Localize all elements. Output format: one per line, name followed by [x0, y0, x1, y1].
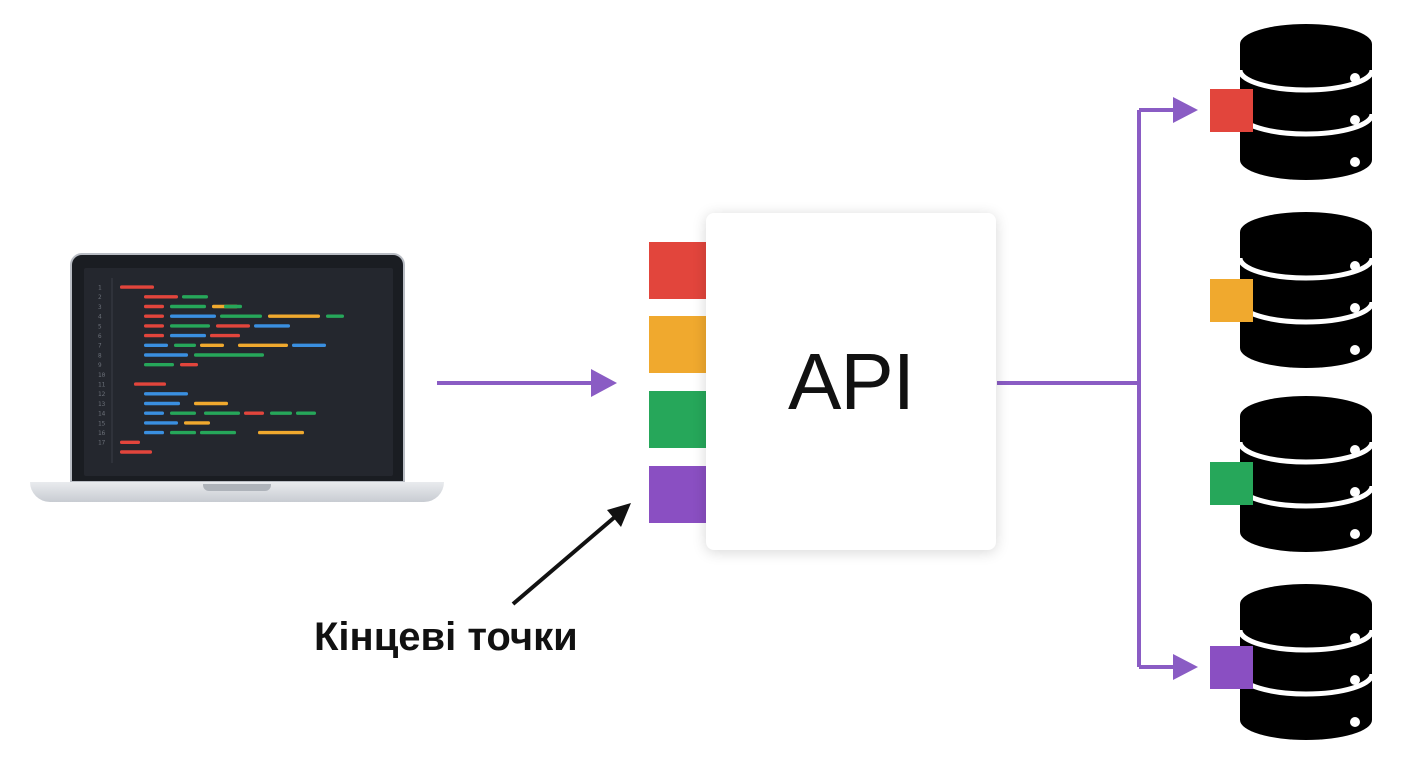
- code-token: [144, 353, 188, 357]
- code-token: [184, 421, 210, 425]
- code-line-number: 17: [98, 440, 106, 447]
- api-label: API: [788, 336, 915, 426]
- code-token: [270, 411, 292, 415]
- code-line-number: 8: [98, 352, 102, 359]
- database-tag-green: [1210, 462, 1253, 505]
- code-token: [120, 450, 152, 454]
- code-line-number: 14: [98, 411, 106, 418]
- code-token: [144, 401, 180, 406]
- code-token: [144, 333, 164, 338]
- code-line-number: 16: [98, 430, 106, 437]
- code-token: [170, 314, 216, 318]
- database-icon: [1237, 582, 1375, 742]
- endpoint-green: [649, 391, 706, 448]
- code-token: [292, 343, 326, 347]
- code-token: [144, 363, 174, 367]
- code-line-number: 11: [98, 382, 106, 389]
- code-line-number: 9: [98, 362, 102, 369]
- code-token: [144, 421, 178, 425]
- code-token: [170, 324, 210, 328]
- laptop-notch: [203, 484, 271, 491]
- database-icon: [1237, 394, 1375, 554]
- code-token: [134, 382, 166, 386]
- code-token: [170, 430, 196, 435]
- database-tag-red: [1210, 89, 1253, 132]
- code-token: [144, 411, 164, 415]
- code-line-number: 1: [98, 285, 102, 292]
- code-token: [200, 343, 224, 347]
- code-token: [170, 304, 206, 309]
- database-icon: [1237, 210, 1375, 370]
- endpoint-purple: [649, 466, 706, 523]
- code-token: [194, 401, 228, 406]
- database-tag-purple: [1210, 646, 1253, 689]
- api-to-databases-connector: [997, 97, 1198, 680]
- code-token: [238, 343, 288, 347]
- code-line-number: 6: [98, 333, 102, 340]
- code-token: [216, 324, 250, 328]
- database-icon: [1237, 22, 1375, 182]
- code-line-number: 7: [98, 343, 102, 350]
- code-token: [144, 392, 188, 396]
- code-token: [296, 411, 316, 415]
- code-token: [210, 333, 240, 338]
- code-line-number: 13: [98, 401, 106, 408]
- code-token: [326, 314, 344, 318]
- laptop-base: [30, 482, 444, 502]
- api-box: API: [706, 213, 996, 550]
- code-token: [144, 430, 164, 435]
- code-token: [170, 333, 206, 338]
- caption-pointer-arrow: [511, 503, 631, 606]
- code-token: [120, 440, 140, 444]
- code-token: [174, 343, 196, 347]
- code-token: [144, 343, 168, 347]
- code-line-number: 10: [98, 372, 106, 379]
- code-token: [120, 285, 154, 289]
- code-token: [200, 430, 236, 435]
- code-line-number: 3: [98, 304, 102, 311]
- code-line-number: 15: [98, 420, 106, 427]
- database-tag-orange: [1210, 279, 1253, 322]
- code-token: [204, 411, 240, 415]
- code-token: [194, 353, 264, 357]
- code-token: [220, 314, 262, 318]
- endpoint-orange: [649, 316, 706, 373]
- code-token: [170, 411, 196, 415]
- code-token: [254, 324, 290, 328]
- endpoint-red: [649, 242, 706, 299]
- code-token: [182, 295, 208, 299]
- code-token: [268, 314, 320, 318]
- code-token: [258, 430, 304, 435]
- code-token: [144, 295, 178, 299]
- code-token: [144, 324, 164, 328]
- code-token: [180, 363, 198, 367]
- code-token: [244, 411, 264, 415]
- endpoints-caption: Кінцеві точки: [314, 615, 578, 659]
- code-line-number: 5: [98, 323, 102, 330]
- code-line-number: 12: [98, 391, 106, 398]
- code-token: [144, 304, 164, 309]
- code-token: [224, 304, 242, 309]
- code-line-number: 4: [98, 314, 102, 321]
- laptop-to-api-arrow: [437, 369, 617, 397]
- code-line-number: 2: [98, 294, 102, 301]
- code-token: [144, 314, 164, 318]
